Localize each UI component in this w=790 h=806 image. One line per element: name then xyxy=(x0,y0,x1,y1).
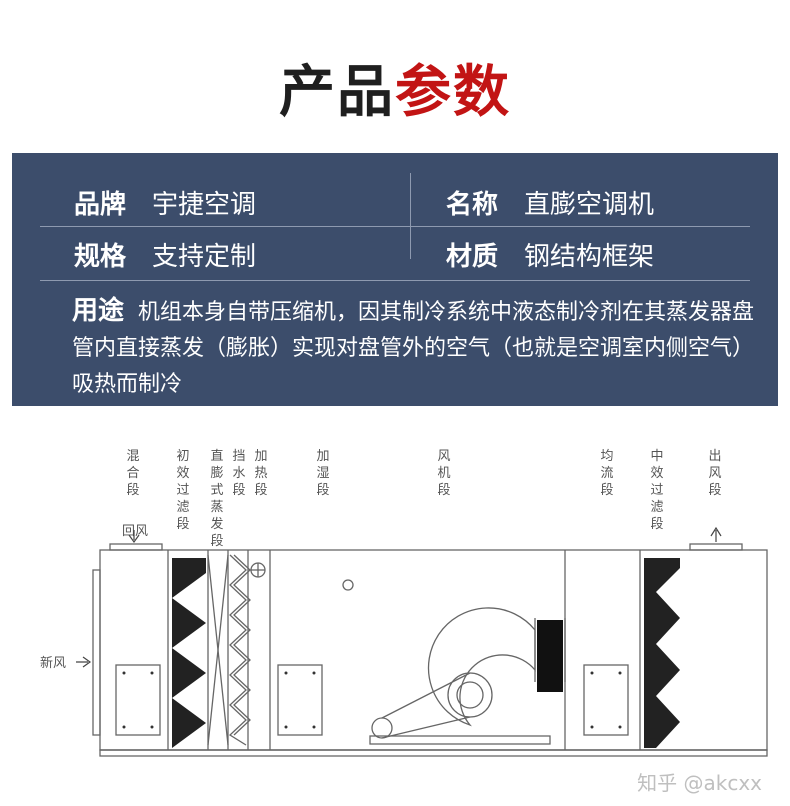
label-outlet: 出风段 xyxy=(708,449,722,498)
return-air-flange xyxy=(109,543,163,551)
ahu-diagram: 混合段 初效过滤段 直膨式蒸发段 挡水段 加热段 加湿段 风机段 均流段 中效过… xyxy=(0,430,790,806)
fresh-air-damper xyxy=(92,569,101,736)
label-fresh-air: 新风 xyxy=(40,656,67,671)
label-equalizer: 均流段 xyxy=(600,449,614,498)
label-primary-filter: 初效过滤段 xyxy=(176,449,190,532)
label-mixing: 混合段 xyxy=(126,449,140,498)
outlet-flange xyxy=(689,543,743,551)
primary-filter-bags xyxy=(172,558,206,748)
fresh-air-arrow xyxy=(76,656,92,668)
humidifier-nozzle xyxy=(342,579,354,591)
usage-value: 机组本身自带压缩机，因其制冷系统中液态制冷剂在其蒸发器盘管内直接蒸发（膨胀）实现… xyxy=(72,300,755,397)
spec-material: 材质钢结构框架 xyxy=(446,237,654,277)
title-red-part: 参数 xyxy=(395,60,511,125)
page-title: 产品参数 xyxy=(0,58,790,128)
material-value: 钢结构框架 xyxy=(524,242,655,272)
label-humidifier: 加湿段 xyxy=(316,449,330,498)
fan-motor xyxy=(371,717,393,739)
fan-base xyxy=(369,735,551,745)
access-door-2 xyxy=(277,664,323,736)
row-divider-2 xyxy=(40,280,750,281)
outlet-arrow xyxy=(710,526,722,542)
name-label: 名称 xyxy=(446,190,499,220)
spec-usage: 用途机组本身自带压缩机，因其制冷系统中液态制冷剂在其蒸发器盘管内直接蒸发（膨胀）… xyxy=(72,293,762,403)
fan-outlet-block xyxy=(537,620,563,692)
brand-value: 宇捷空调 xyxy=(152,190,257,220)
spec-brand: 品牌宇捷空调 xyxy=(74,185,256,225)
label-heating: 加热段 xyxy=(254,449,268,498)
column-divider xyxy=(410,173,411,259)
material-label: 材质 xyxy=(446,242,499,272)
usage-label: 用途 xyxy=(72,296,125,326)
watermark: 知乎 @akcxx xyxy=(637,771,762,795)
name-value: 直膨空调机 xyxy=(524,190,655,220)
spec-panel: 品牌宇捷空调 名称直膨空调机 规格支持定制 材质钢结构框架 用途机组本身自带压缩… xyxy=(12,153,778,406)
base-frame xyxy=(99,749,768,757)
title-black-part: 产品 xyxy=(279,60,395,125)
label-fan: 风机段 xyxy=(437,449,451,498)
spec-spec: 规格支持定制 xyxy=(74,237,256,277)
fan-impeller xyxy=(447,672,493,718)
spec-label: 规格 xyxy=(74,242,127,272)
label-water-baffle: 挡水段 xyxy=(232,449,246,498)
access-door-3 xyxy=(583,664,629,736)
ahu-drawing xyxy=(76,526,768,757)
fan-scroll xyxy=(427,607,536,727)
row-divider-1 xyxy=(40,226,750,227)
label-return-air: 回风 xyxy=(122,524,149,539)
access-door-1 xyxy=(115,664,161,736)
medium-filter-bags xyxy=(644,558,680,748)
label-medium-filter: 中效过滤段 xyxy=(650,449,664,532)
spec-name: 名称直膨空调机 xyxy=(446,185,654,225)
brand-label: 品牌 xyxy=(74,190,127,220)
label-dx-evaporator: 直膨式蒸发段 xyxy=(210,449,224,549)
return-air-arrow xyxy=(128,530,140,544)
spec-value: 支持定制 xyxy=(152,242,257,272)
